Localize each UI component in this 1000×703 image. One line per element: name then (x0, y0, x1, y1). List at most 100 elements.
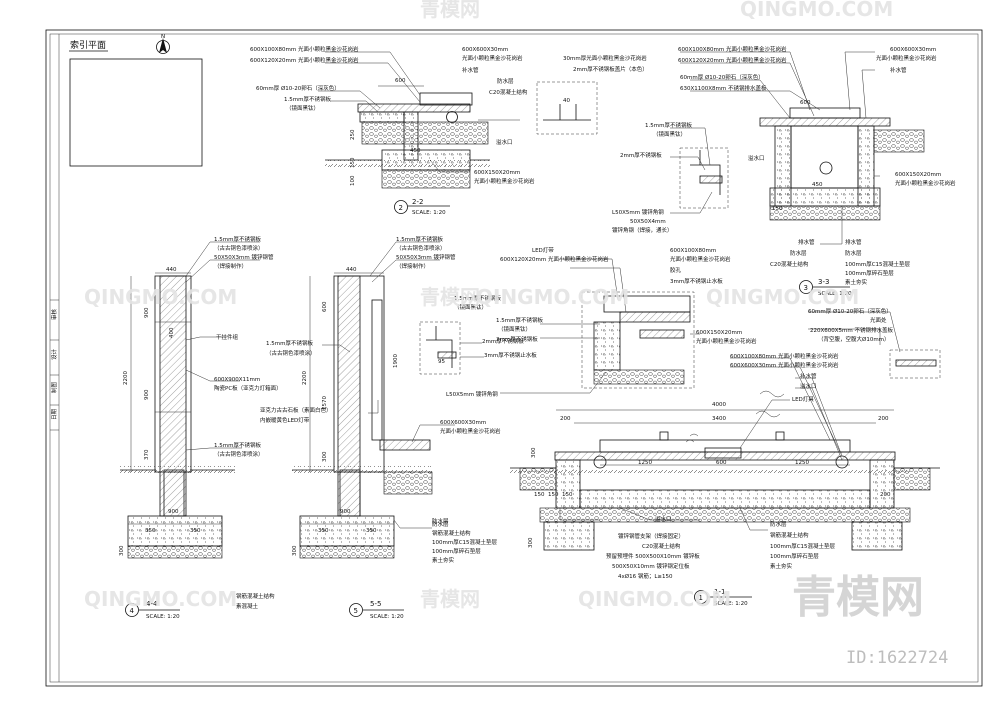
material-label: 600X100X80mm 光面小颗粒黑金沙花岗岩 (678, 45, 787, 53)
material-label: 600X120X20mm 光面小颗粒黑金沙花岗岩 (250, 56, 359, 64)
index-plan-frame (69, 58, 203, 167)
material-label: 镀锌钢管支架（焊接固定） (618, 532, 684, 540)
svg-text:2: 2 (399, 204, 403, 212)
dimension-label: 900 (168, 509, 179, 515)
svg-text:4-4: 4-4 (146, 600, 158, 608)
material-label: 1.5mm厚不锈钢板 (454, 294, 501, 302)
svg-text:5: 5 (354, 607, 358, 615)
material-label: 600X600X30mm (462, 47, 508, 53)
north-arrow-icon: N (156, 34, 170, 54)
material-label: C20混凝土结构 (489, 88, 528, 96)
dimension-label: 350 (318, 528, 329, 534)
material-label: 2mm厚不锈钢板 (496, 335, 538, 343)
material-label: 1.5mm厚不锈钢板 (214, 235, 261, 243)
material-label: （古古铜色漆喷涂） (214, 244, 264, 252)
section-1-1: 4000 3400 200 200 1250 600 1250 300 150 … (432, 307, 941, 607)
drawing-id-label: ID:1622724 (846, 648, 948, 668)
dimension-label: 200 (878, 416, 889, 422)
pool-slab (579, 489, 871, 509)
section-5-5: 440 600 2200 1570 1900 300 350 900 350 3… (260, 235, 501, 620)
material-label: 100mm厚碎石垫层 (770, 552, 819, 560)
material-label: 素土夯实 (770, 562, 793, 570)
footing-gravel (381, 169, 471, 189)
title-block-cell: 制图 (50, 381, 58, 393)
dimension-label: 250 (350, 129, 356, 140)
drain-pit (790, 125, 859, 189)
section-2-2: 600 450 250 150 100 600X100X80mm 光面小颗粒黑金… (250, 45, 648, 216)
material-label: 钢筋混凝土结构 (236, 592, 275, 600)
title-block-cell: 日期 (51, 408, 58, 420)
svg-text:1-1: 1-1 (714, 588, 725, 596)
middle-detail: 95 1.5mm厚不锈钢板 （镜面黑钛） 2mm厚不锈钢板 3mm厚不锈钢止水板 (419, 294, 537, 375)
title-block-cell: 审核 (50, 308, 58, 320)
dimension-label: 200 (560, 416, 571, 422)
material-label: 600X100X80mm 光面小颗粒黑金沙花岗岩 (250, 45, 359, 53)
svg-text:2-2: 2-2 (412, 198, 423, 206)
section-title-1-1: 1 1-1 SCALE: 1:20 (694, 588, 752, 607)
material-label: 防水层 (845, 249, 862, 257)
material-label: （焊接制作） (214, 262, 247, 270)
svg-text:4: 4 (130, 607, 135, 615)
material-label: LED灯具 (792, 395, 814, 403)
dimension-label: 440 (346, 267, 357, 273)
material-label: 2mm厚不锈钢板 (620, 151, 662, 159)
dimension-label: 95 (438, 359, 445, 365)
material-label: 600X100X80mm (670, 248, 716, 254)
material-label: 光面小颗粒黑金沙花岗岩 (670, 255, 731, 263)
dimension-label: 600 (716, 460, 727, 466)
material-label: （背空腹，空腹大Ø10mm） (818, 335, 890, 343)
watermark-text: QINGMO.COM (740, 0, 893, 21)
material-label: 钢筋混凝土结构 (770, 531, 809, 539)
material-label: 光面处 (870, 316, 887, 324)
material-label: 防水层 (432, 517, 449, 525)
material-label: 600X100X80mm 光面小颗粒黑金沙花岗岩 (730, 352, 839, 360)
material-label: 排水管 (845, 238, 862, 246)
footing (381, 149, 471, 171)
detail-callout-box (679, 147, 729, 209)
detail-callout-box (536, 81, 598, 135)
material-label: 100mm厚C15混凝土垫层 (770, 542, 836, 550)
detail-callout-box (889, 349, 941, 379)
material-label: 1.5mm厚不锈钢板 (266, 339, 313, 347)
overflow-pipe-icon (446, 111, 458, 123)
material-label: 100mm厚碎石垫层 (845, 269, 894, 277)
material-label: LED灯带 (532, 246, 554, 254)
svg-text:SCALE: 1:20: SCALE: 1:20 (818, 291, 852, 297)
index-plan: 索引平面 N (69, 34, 203, 167)
svg-text:3: 3 (804, 284, 808, 292)
svg-text:SCALE: 1:20: SCALE: 1:20 (370, 614, 404, 620)
material-label: 100mm厚碎石垫层 (432, 547, 481, 555)
watermark-text: 青模网 (420, 587, 480, 611)
watermarks: QINGMO.COM QINGMO.COM QINGMO.COM QINGMO.… (84, 0, 893, 611)
title-block-cell: 设计 (50, 348, 58, 360)
material-label: （镜面黑钛） (498, 325, 531, 333)
material-label: （镜面黑钛） (286, 104, 319, 112)
material-label: 光面小颗粒黑金沙花岗岩 (440, 427, 501, 435)
material-label: 60mm厚 Ø10-20卵石（深灰色） (256, 84, 340, 92)
dimension-label: 450 (410, 148, 421, 154)
material-label: 3mm厚不锈钢止水板 (484, 351, 537, 359)
dimension-label: 440 (166, 267, 177, 273)
material-label: L50X5mm 镀锌角钢 (612, 208, 664, 216)
material-label: 2mm厚不锈钢板 (482, 337, 524, 345)
material-label: 干挂件组 (216, 333, 239, 341)
material-label: 光面小颗粒黑金沙花岗岩 (696, 337, 757, 345)
material-label: 600X150X20mm (474, 170, 520, 176)
dimension-label: 350 (366, 528, 377, 534)
sheet-inner-border (49, 33, 979, 683)
section-title-2-2: 2 2-2 SCALE: 1:20 (394, 198, 450, 216)
dimension-label: 150 (772, 206, 783, 212)
dimension-label: 100 (350, 175, 356, 186)
column-body (337, 275, 361, 517)
dimension-label: 300 (322, 451, 328, 462)
material-label: 30mm厚光面小颗粒黑金沙花岗岩 (563, 54, 647, 62)
material-label: 素土夯实 (845, 278, 868, 286)
title-block: 审核 设计 制图 日期 (50, 299, 59, 431)
material-label: （焊接制作） (396, 262, 429, 270)
material-label: （古古铜色漆喷涂） (396, 244, 446, 252)
material-label: 补水管 (890, 66, 907, 74)
section-title-4-4: 4 4-4 SCALE: 1:20 (125, 600, 180, 620)
watermark-text: QINGMO.COM (706, 285, 859, 309)
drain-pipe-icon (819, 161, 833, 175)
dimension-label: 150 (548, 492, 559, 498)
